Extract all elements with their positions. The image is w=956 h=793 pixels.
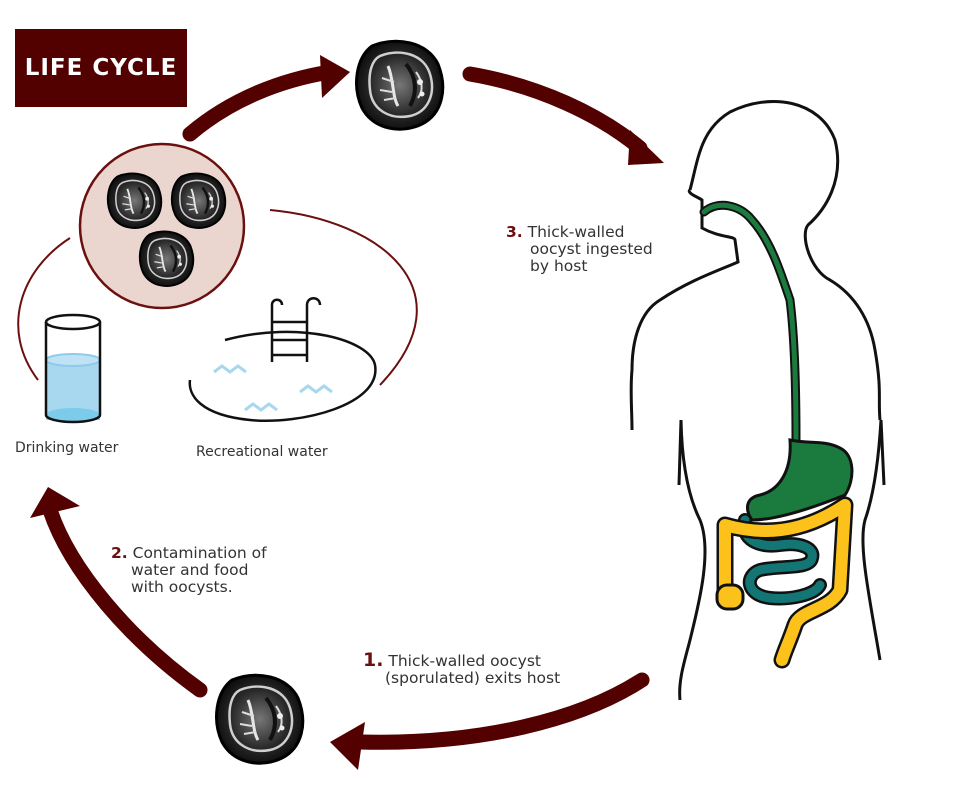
step-text: Thick-walled oocyst	[388, 652, 541, 670]
step-text: Contamination of	[132, 544, 267, 562]
step-2-caption: 2. Contamination of water and food with …	[111, 545, 267, 596]
recreational-water-label: Recreational water	[196, 444, 328, 460]
step-text: oocyst ingested	[530, 240, 653, 258]
oocyst-cluster	[78, 142, 246, 310]
arrow-contamination	[30, 487, 208, 698]
oocyst-icon	[214, 673, 305, 766]
step-3-caption: 3. Thick-walled oocyst ingested by host	[506, 224, 653, 275]
step-text: with oocysts.	[131, 578, 233, 596]
human-digestive-system-icon	[629, 99, 886, 701]
step-1-caption: 1. Thick-walled oocyst (sporulated) exit…	[363, 649, 561, 687]
water-source-arc-right	[269, 209, 418, 386]
oocyst-icon	[354, 39, 445, 132]
step-number: 2.	[111, 544, 128, 562]
step-text: by host	[530, 257, 588, 275]
step-number: 1.	[363, 649, 384, 671]
water-source-arc-left	[17, 237, 71, 381]
arrow-oocyst-to-host	[462, 66, 664, 165]
life-cycle-title-box: LIFE CYCLE	[15, 29, 187, 107]
step-text: Thick-walled	[527, 223, 625, 241]
arrow-host-exit	[330, 672, 650, 770]
drinking-water-label: Drinking water	[15, 440, 119, 456]
page-title: LIFE CYCLE	[24, 55, 178, 81]
arrow-top-left	[182, 55, 350, 142]
step-text: (sporulated) exits host	[385, 669, 561, 687]
step-number: 3.	[506, 223, 523, 241]
glass-of-water-icon	[44, 313, 102, 424]
swimming-pool-icon	[188, 297, 377, 422]
step-text: water and food	[131, 561, 249, 579]
